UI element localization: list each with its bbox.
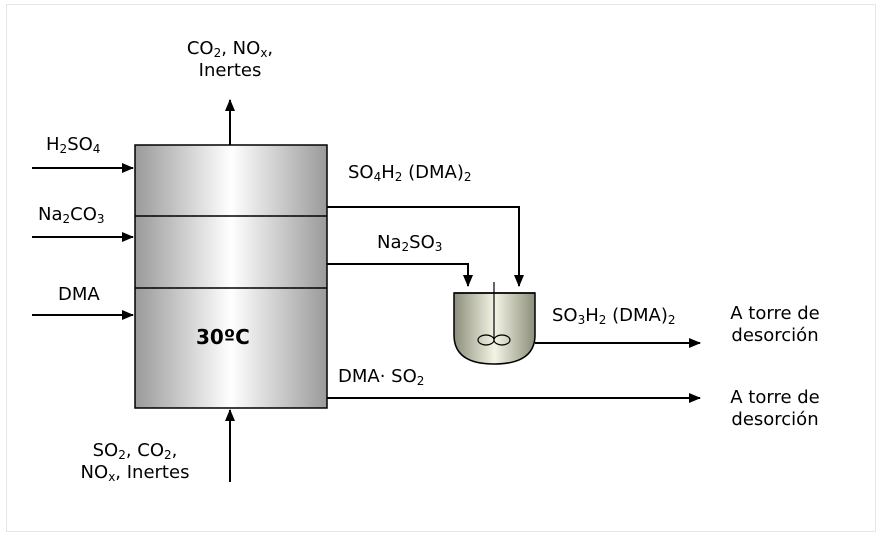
subscript: x xyxy=(108,470,116,484)
diagram-frame xyxy=(6,4,876,532)
formula-part: CO xyxy=(70,204,97,225)
subscript: 3 xyxy=(96,212,105,226)
destination-label-1: A torre de desorción xyxy=(712,303,838,347)
formula-part: SO xyxy=(552,305,578,326)
subscript: 2 xyxy=(598,313,607,327)
subscript: 2 xyxy=(213,46,222,60)
formula-part: Na xyxy=(377,232,402,253)
na2so3-stream-label: Na2SO3 xyxy=(377,232,442,254)
absorption-column xyxy=(134,144,328,409)
destination-line: desorción xyxy=(731,409,819,430)
formula-part: SO xyxy=(348,162,374,183)
formula-part: , Inertes xyxy=(115,462,190,483)
so4h2-stream-label: SO4H2 (DMA)2 xyxy=(348,162,472,184)
na2so3-stream-line xyxy=(327,263,473,287)
subscript: 2 xyxy=(59,142,68,156)
top-output-co: CO xyxy=(186,38,214,59)
h2so4-label: H2SO4 xyxy=(46,134,100,156)
formula-part: H xyxy=(381,162,395,183)
formula-part: SO xyxy=(92,440,119,461)
formula-part: (DMA) xyxy=(402,162,464,183)
column-temperature: 30ºC xyxy=(196,325,250,349)
subscript: 2 xyxy=(62,212,71,226)
destination-line: A torre de xyxy=(730,387,820,408)
destination-line: desorción xyxy=(731,325,819,346)
top-output-comma: , xyxy=(267,38,274,59)
na2co3-label: Na2CO3 xyxy=(38,204,105,226)
formula-part: H xyxy=(585,305,599,326)
subscript: 4 xyxy=(92,142,101,156)
subscript: 2 xyxy=(164,448,172,462)
destination-label-2: A torre de desorción xyxy=(712,387,838,431)
so3h2-stream-label: SO3H2 (DMA)2 xyxy=(552,305,676,327)
subscript: 2 xyxy=(667,313,676,327)
formula-part: NO xyxy=(80,462,109,483)
so4h2-stream-line xyxy=(327,206,524,287)
formula-part: DMA· SO xyxy=(338,366,417,387)
formula-part: (DMA) xyxy=(606,305,668,326)
subscript: 2 xyxy=(401,240,410,254)
subscript: x xyxy=(260,46,268,60)
subscript: 2 xyxy=(416,374,425,388)
subscript: 4 xyxy=(373,170,382,184)
dma-label: DMA xyxy=(58,284,100,305)
formula-part: SO xyxy=(409,232,435,253)
subscript: 3 xyxy=(577,313,586,327)
subscript: 2 xyxy=(394,170,403,184)
subscript: 2 xyxy=(463,170,472,184)
dma-so2-stream-label: DMA· SO2 xyxy=(338,366,424,388)
destination-line: A torre de xyxy=(730,303,820,324)
subscript: 2 xyxy=(118,448,126,462)
agitator-blade-right xyxy=(493,334,511,346)
formula-part: Na xyxy=(38,204,63,225)
top-output-inertes: Inertes xyxy=(198,60,262,81)
bottom-input-label: SO2, CO2, NOx, Inertes xyxy=(60,440,210,484)
top-output-label: CO2, NOx, Inertes xyxy=(160,38,300,82)
formula-part: , CO xyxy=(125,440,165,461)
subscript: 3 xyxy=(434,240,443,254)
formula-part: H xyxy=(46,134,60,155)
formula-part: SO xyxy=(67,134,93,155)
top-output-nox: , NO xyxy=(221,38,261,59)
formula-part: , xyxy=(171,440,178,461)
